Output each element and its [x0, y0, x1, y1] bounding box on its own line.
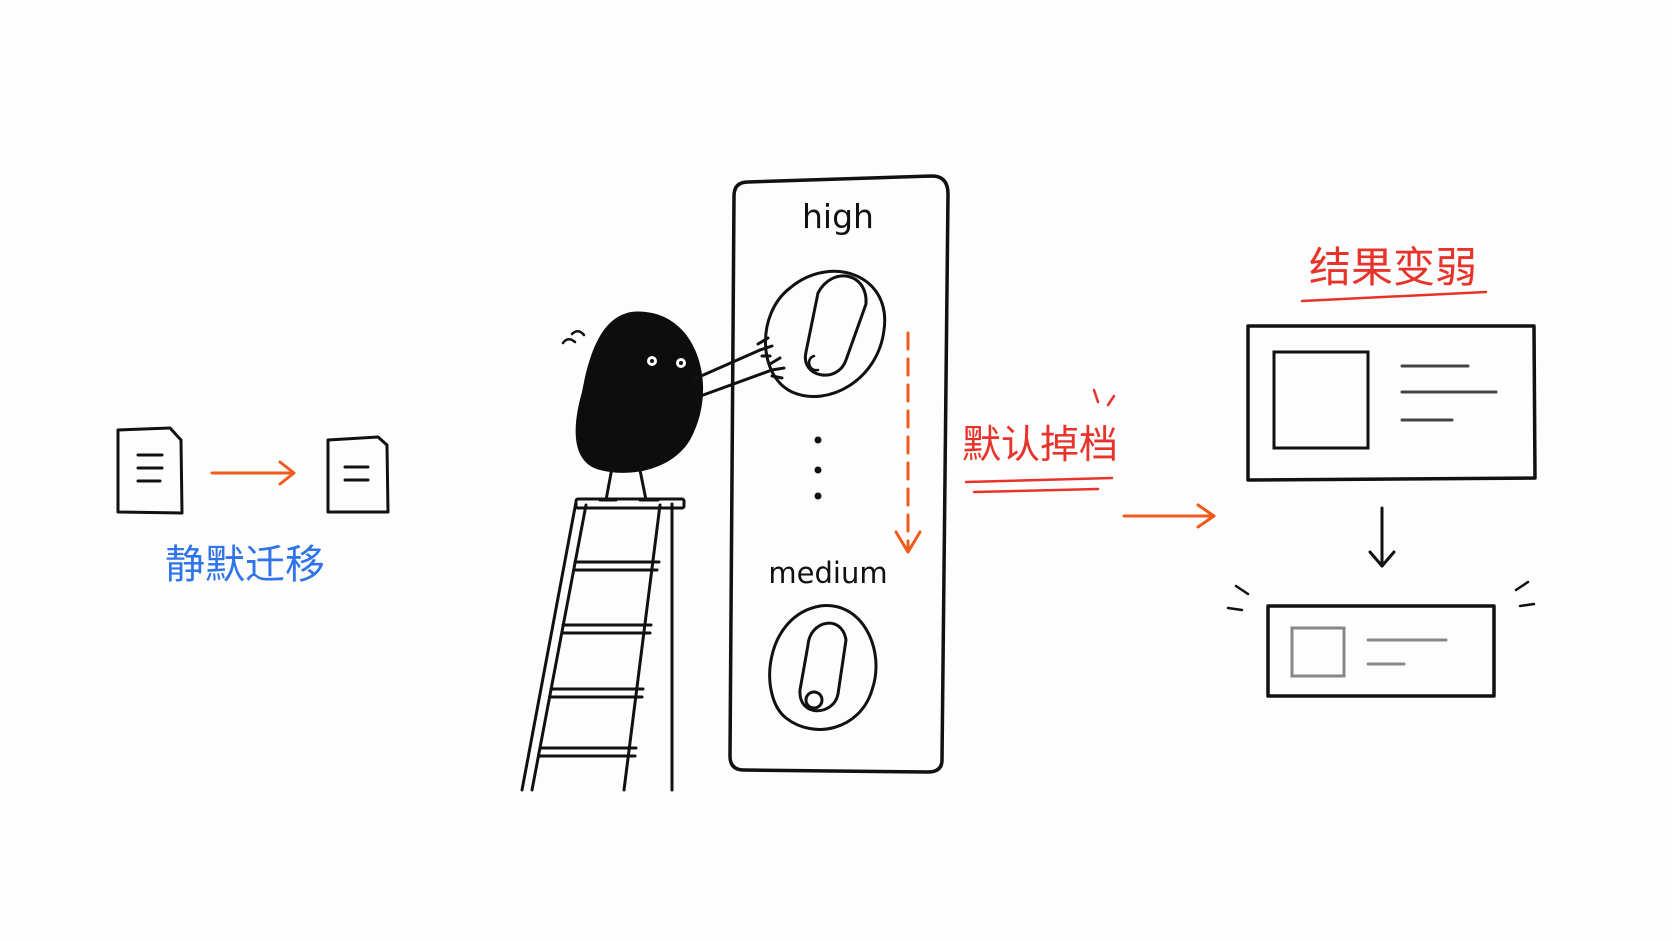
- result-weakens-underline: [1300, 290, 1488, 303]
- character-figure: [561, 311, 786, 502]
- ladder: [520, 497, 686, 792]
- shift-down-arrow: [894, 331, 922, 554]
- dial-knob-medium-icon: [768, 604, 878, 731]
- result-weakens-label: 结果变弱: [1309, 243, 1477, 292]
- result-card-large-icon: [1246, 324, 1537, 482]
- target-document-icon: [326, 435, 390, 514]
- default-downgrade-label: 默认掉档: [962, 423, 1118, 468]
- dial-knob-high-icon: [764, 269, 887, 398]
- dial-panel: high medium: [728, 174, 950, 774]
- result-card-small-icon: [1226, 580, 1536, 698]
- dial-label-high: high: [802, 197, 874, 236]
- down-arrow: [1368, 506, 1396, 568]
- dial-ellipsis: [814, 436, 822, 500]
- silent-migration-label: 静默迁移: [165, 542, 325, 588]
- dial-label-medium: medium: [768, 556, 887, 590]
- default-downgrade-underline: [964, 476, 1114, 494]
- migration-arrow: [210, 460, 296, 486]
- emphasis-marks: [1092, 388, 1116, 407]
- result-arrow: [1122, 503, 1216, 529]
- source-document-icon: [116, 426, 184, 515]
